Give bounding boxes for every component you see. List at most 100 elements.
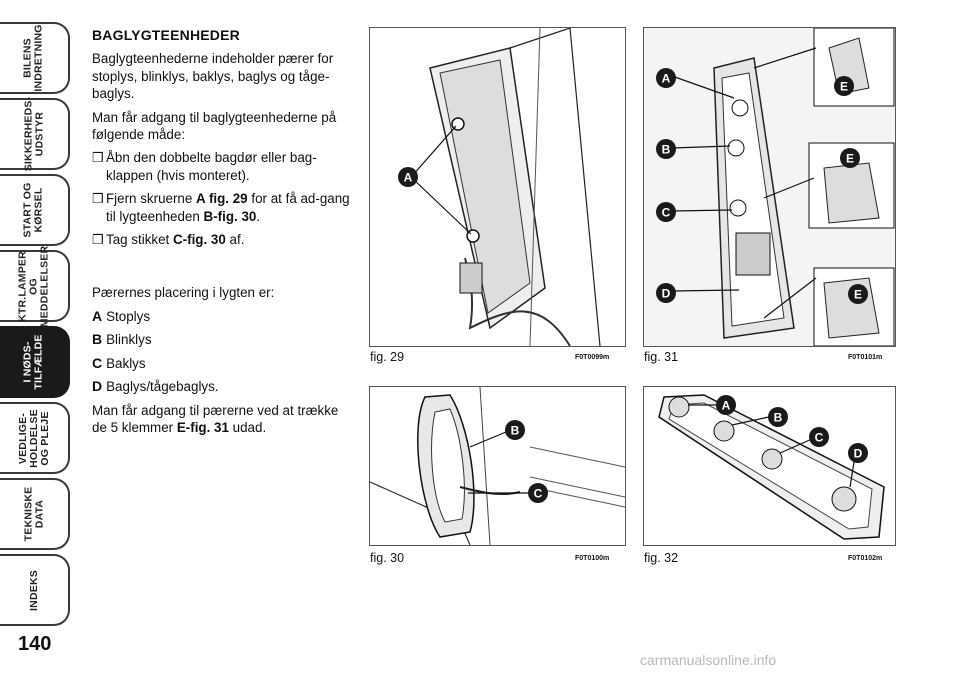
tab-bilens-indretning[interactable]: BILENS INDRETNING <box>0 22 70 94</box>
text-run: for at få ad-gang til lygteenheden <box>106 191 350 224</box>
figure-29-image: A <box>369 27 626 347</box>
section-heading: BAGLYGTEENHEDER <box>92 27 240 43</box>
tail-light-bulb-holder-drawing: A B C D E E E <box>644 28 895 346</box>
figure-reference: E-fig. 31 <box>176 419 229 435</box>
callout-letter: D <box>854 447 863 461</box>
tab-ktr-lamper[interactable]: KTR.LAMPER OG MEDDELELSER <box>0 245 70 327</box>
figure-caption: fig. 30 <box>370 551 405 565</box>
callout-badge-b: B <box>505 420 525 440</box>
callout-letter: C <box>534 487 543 501</box>
callout-letter: B <box>662 143 671 157</box>
step-1: ❒ Åbn den dobbelte bagdør eller bag-klap… <box>92 149 350 184</box>
tab-label: INDEKS <box>27 569 40 611</box>
tab-sikkerhedsudstyr[interactable]: SIKKERHEDS- UDSTYR <box>0 96 70 172</box>
list-text: Baklys <box>106 355 146 371</box>
list-letter: C <box>92 354 103 371</box>
tab-label: SIKKERHEDS- UDSTYR <box>22 96 46 172</box>
tail-light-removed-drawing: B C <box>370 387 625 545</box>
callout-badge-a: A <box>398 167 418 187</box>
callout-badge-e: E <box>840 148 860 168</box>
step-text: Tag stikket C-fig. 30 af. <box>106 231 350 248</box>
figure-reference: C-fig. 30 <box>172 232 226 248</box>
access-paragraph: Man får adgang til baglygteenhederne på … <box>92 109 337 143</box>
tab-label: VEDLIGE- HOLDELSE OG PLEJE <box>16 408 51 468</box>
callout-letter: D <box>662 287 671 301</box>
tab-tekniske-data[interactable]: TEKNISKE DATA <box>0 478 70 550</box>
tab-label: BILENS INDRETNING <box>22 24 45 92</box>
figure-caption: fig. 29 <box>370 350 405 364</box>
figure-code: F0T0102m <box>848 555 883 562</box>
callout-badge-b: B <box>656 139 676 159</box>
tab-label: START OG KØRSEL <box>21 182 45 238</box>
callout-letter: E <box>846 152 854 166</box>
callout-badge-c: C <box>528 483 548 503</box>
tab-start-og-korsel[interactable]: START OG KØRSEL <box>0 174 70 246</box>
figure-31-image: A B C D E E E <box>643 27 896 347</box>
text-run: Tag stikket <box>106 232 173 248</box>
callout-badge-a: A <box>716 395 736 415</box>
figure-30-image: B C <box>369 386 626 546</box>
tab-label: TEKNISKE DATA <box>21 486 45 542</box>
list-letter: A <box>92 307 103 324</box>
callout-letter: A <box>722 399 731 413</box>
text-run: Man får adgang til pærerne ved at trække… <box>92 402 339 435</box>
bulb-holder-drawing: A B C D <box>644 387 895 545</box>
text-run: Fjern skruerne <box>106 191 197 207</box>
text-run: . <box>256 208 261 224</box>
final-paragraph: Man får adgang til pærerne ved at trække… <box>92 402 350 437</box>
callout-letter: E <box>854 288 862 302</box>
text-run: af. <box>225 232 245 248</box>
list-text: Blinklys <box>106 332 152 348</box>
figure-reference: A fig. 29 <box>196 191 248 207</box>
callout-letter: E <box>840 80 848 94</box>
callout-letter: A <box>662 72 671 86</box>
figure-code: F0T0100m <box>575 555 610 562</box>
callout-badge-d: D <box>656 283 676 303</box>
checkbox-bullet-icon: ❒ <box>92 150 104 166</box>
page-number: 140 <box>18 633 52 655</box>
watermark: carmanualsonline.info <box>640 652 777 668</box>
tab-label: I NØDS- TILFÆLDE <box>21 334 45 390</box>
callout-badge-e: E <box>848 284 868 304</box>
checkbox-bullet-icon: ❒ <box>92 232 104 248</box>
tab-indeks[interactable]: INDEKS <box>0 554 70 626</box>
placement-paragraph: Pærernes placering i lygten er: <box>92 285 275 301</box>
callout-letter: C <box>815 431 824 445</box>
callout-letter: A <box>404 171 413 185</box>
step-2: ❒ Fjern skruerne A fig. 29 for at få ad-… <box>92 190 350 225</box>
figure-code: F0T0101m <box>848 354 883 361</box>
list-letter: D <box>92 378 103 395</box>
callout-badge-b: B <box>768 407 788 427</box>
callout-badge-c: C <box>656 202 676 222</box>
step-text: Åbn den dobbelte bagdør eller bag-klappe… <box>106 150 317 183</box>
list-text: Stoplys <box>106 308 151 324</box>
callout-letter: B <box>774 411 783 425</box>
list-text: Baglys/tågebaglys. <box>106 379 219 395</box>
callout-letter: B <box>511 424 520 438</box>
callout-badge-c: C <box>809 427 829 447</box>
step-text: Fjern skruerne A fig. 29 for at få ad-ga… <box>106 190 350 225</box>
list-letter: B <box>92 331 103 348</box>
step-3: ❒ Tag stikket C-fig. 30 af. <box>92 231 350 248</box>
text-run: udad. <box>228 419 267 435</box>
figure-caption: fig. 32 <box>644 551 679 565</box>
callout-badge-a: A <box>656 68 676 88</box>
callout-badge-e: E <box>834 76 854 96</box>
tab-label: KTR.LAMPER OG MEDDELELSER <box>16 245 51 327</box>
figure-caption: fig. 31 <box>644 350 679 364</box>
tail-light-mount-drawing: A <box>370 28 625 346</box>
tab-vedligeholdelse[interactable]: VEDLIGE- HOLDELSE OG PLEJE <box>0 402 70 474</box>
text-column: BAGLYGTEENHEDER Baglygteenhederne indeho… <box>92 27 350 442</box>
intro-paragraph: Baglygteenhederne indeholder pærer for s… <box>92 51 334 102</box>
figure-code: F0T0099m <box>575 354 610 361</box>
tab-i-nodstilfaelde[interactable]: I NØDS- TILFÆLDE <box>0 326 70 398</box>
figure-reference: B-fig. 30 <box>203 208 257 224</box>
callout-letter: C <box>662 206 671 220</box>
checkbox-bullet-icon: ❒ <box>92 191 104 207</box>
figure-32-image: A B C D <box>643 386 896 546</box>
callout-badge-d: D <box>848 443 868 463</box>
